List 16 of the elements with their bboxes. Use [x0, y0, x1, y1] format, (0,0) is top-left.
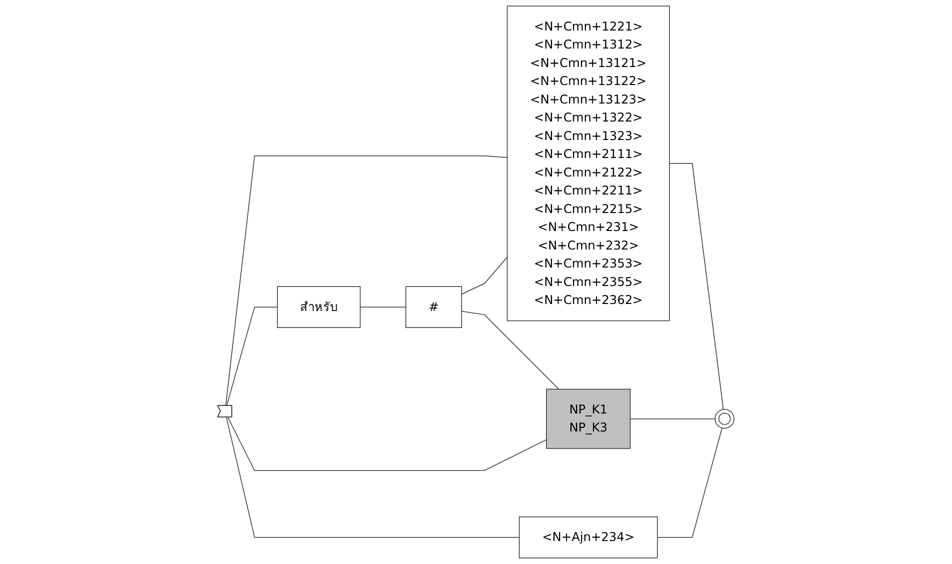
- node-box: <N+Ajn+234>: [519, 516, 658, 558]
- connector: [630, 418, 716, 420]
- connector: [226, 306, 278, 406]
- connector: [226, 155, 508, 406]
- connector: [228, 416, 547, 471]
- connector: [461, 310, 560, 390]
- connector: [657, 428, 723, 538]
- node-box: #: [406, 286, 462, 328]
- connector: [669, 163, 724, 410]
- node-box: สำหรับ: [277, 286, 361, 328]
- connector: [461, 256, 508, 294]
- node-box: NP_K1 NP_K3: [546, 388, 631, 449]
- node-circle: [714, 408, 735, 429]
- node-box: <N+Cmn+1221> <N+Cmn+1312> <N+Cmn+13121> <N+Cmn+13122> <N+Cmn+13123> <N+Cmn+1322> <N+Cmn+1323> <N+Cmn+2111> <N+Cmn+2122> <N+Cmn+2211> <N+Cmn+2215> <N+Cmn+231> <N+Cmn+232> <N+Cmn+2353> <N+Cmn+2355> <N+Cmn+2362>: [507, 6, 670, 322]
- connector: [226, 416, 520, 538]
- connector: [360, 306, 406, 308]
